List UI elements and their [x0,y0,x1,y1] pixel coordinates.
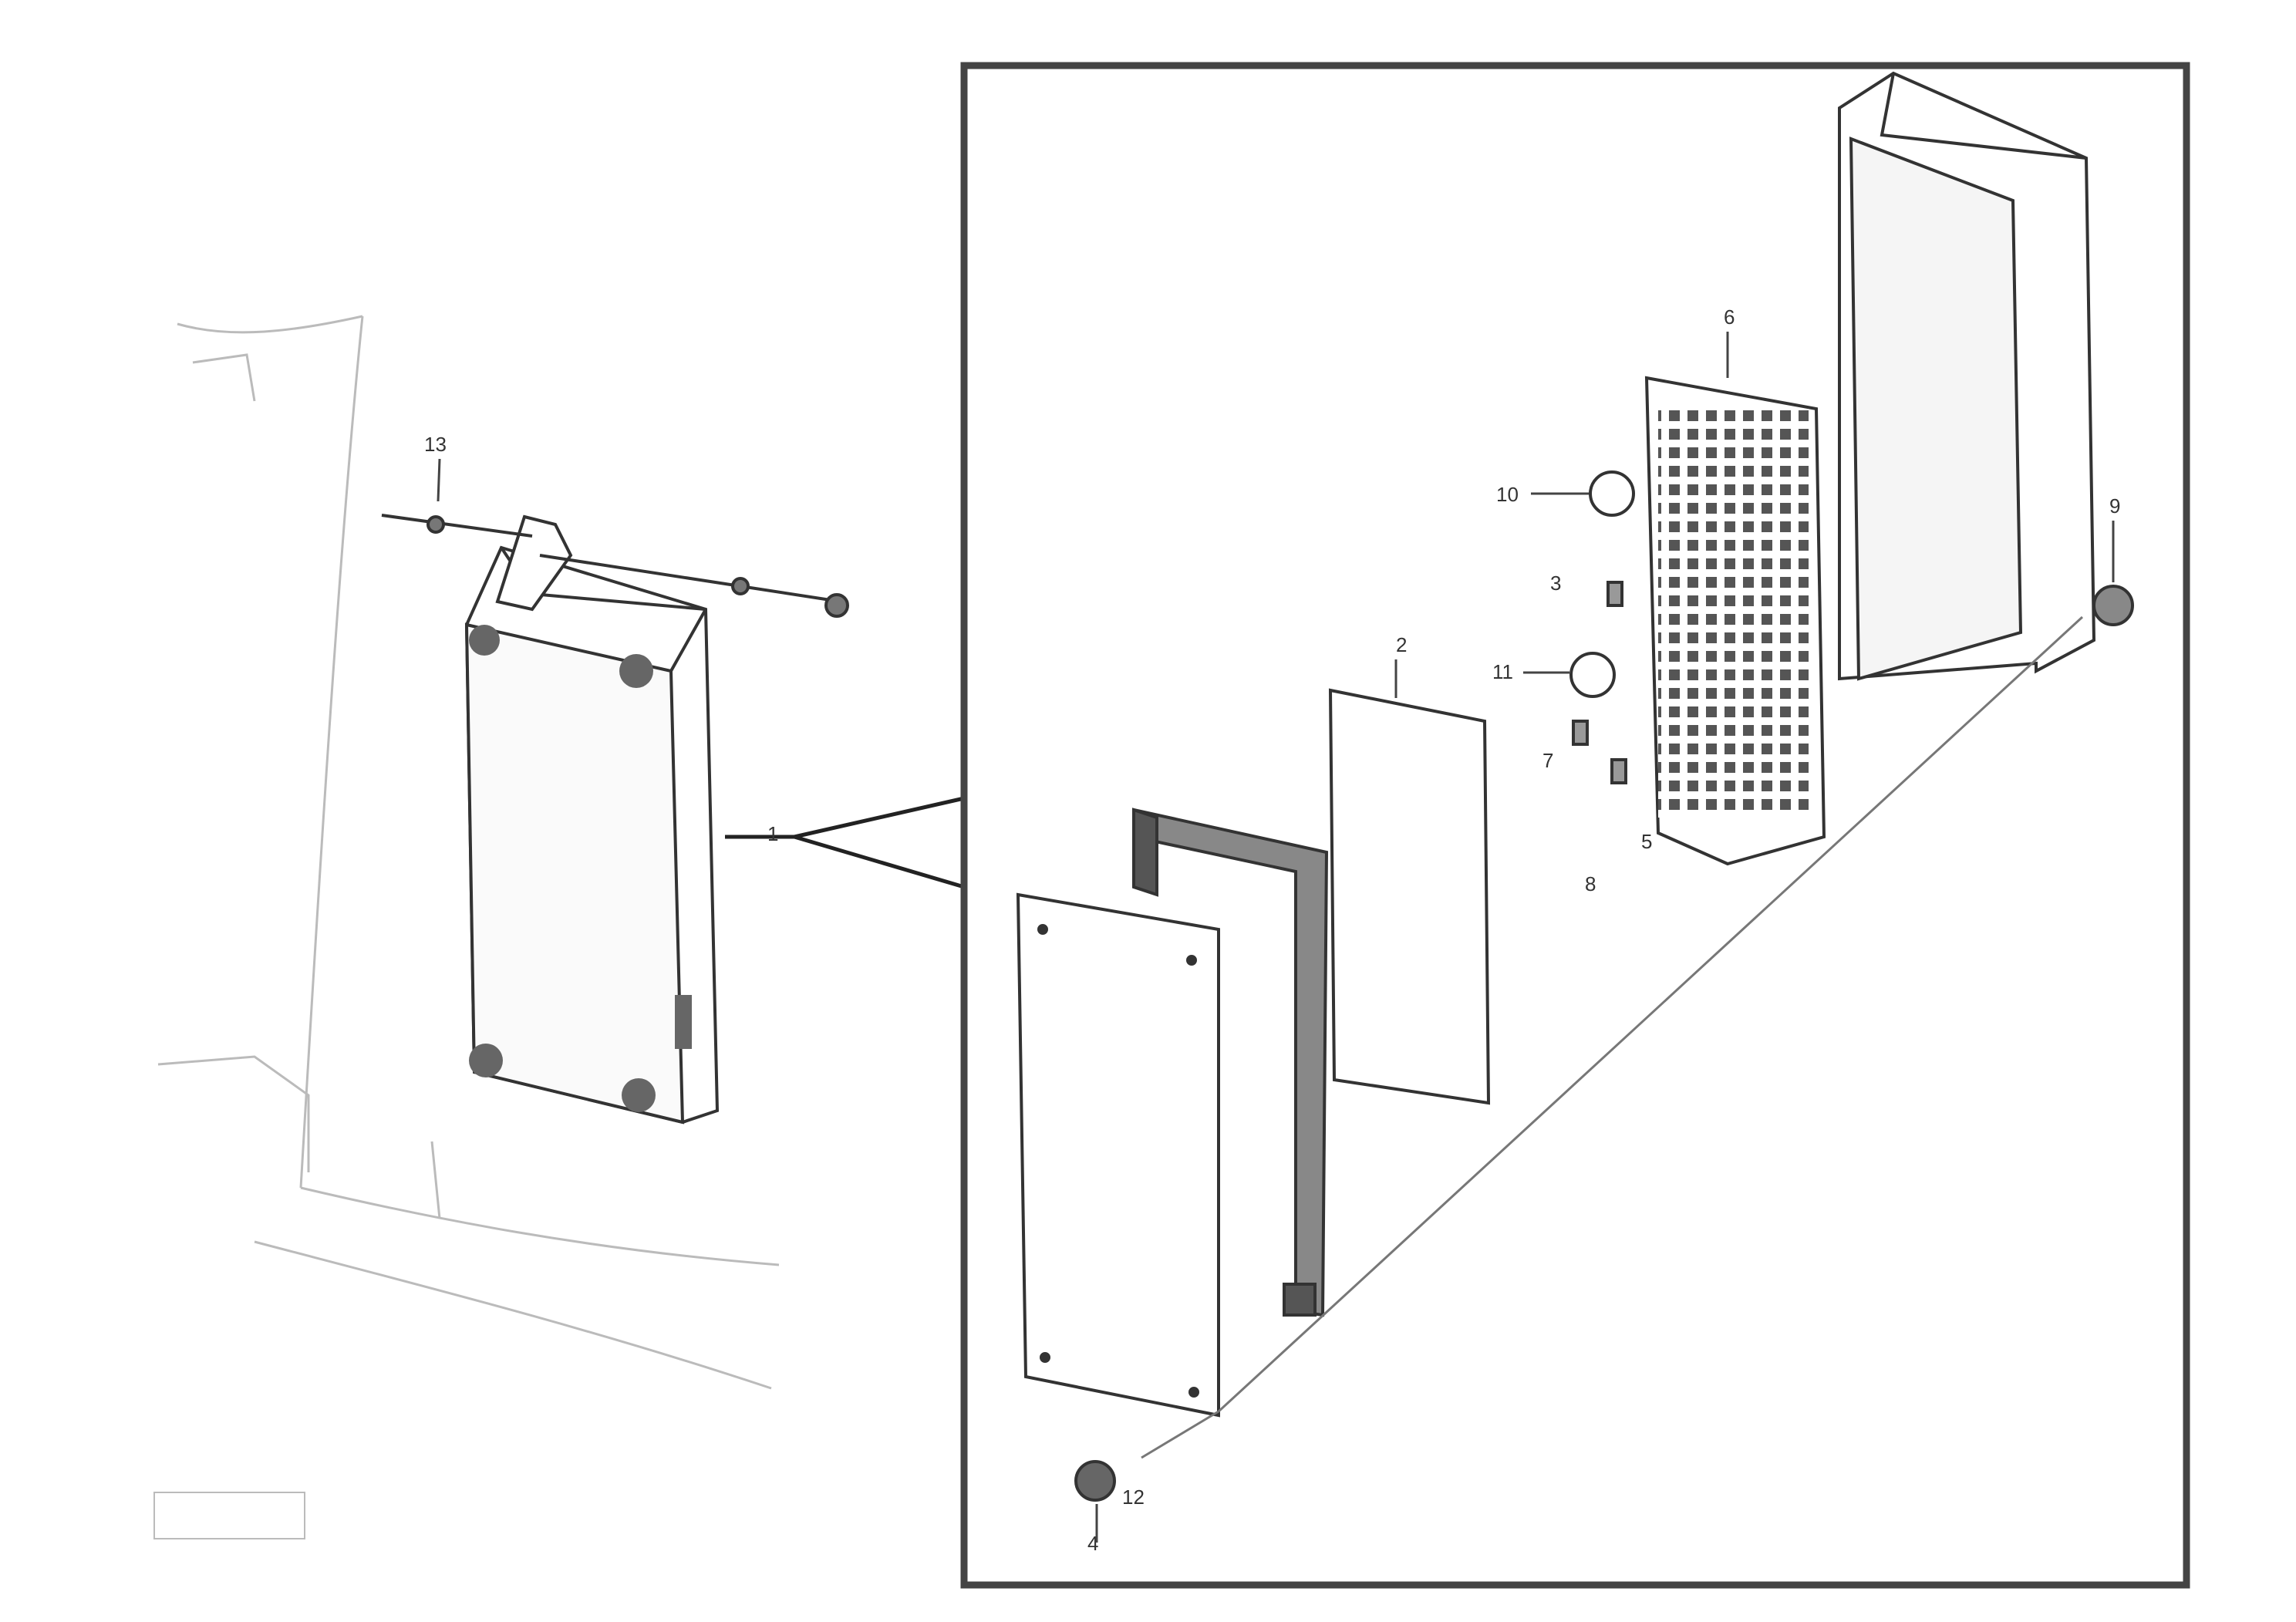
callout-pointers [437,332,2115,1543]
machine-background-outline [157,315,780,1390]
cover-panel [1016,892,1220,1418]
washer [2092,585,2134,626]
fuse-box-assembled [464,514,720,1125]
label-sheet [1328,688,1491,1105]
exploded-components [1016,71,2096,1418]
callout-10: 10 [1496,483,1519,506]
bracket-bolts [381,514,849,618]
fuse-block-grid [1658,409,1809,818]
callout-5: 5 [1641,830,1652,853]
callout-leader-1 [725,796,965,889]
callout-9: 9 [2109,494,2120,518]
callout-1: 1 [767,822,778,845]
fuse-box-bolts [469,625,692,1112]
alignment-lines [1141,615,2084,1459]
nut-bottom [1074,1460,1116,1502]
callout-labels: 1 2 3 4 5 6 7 8 9 10 11 12 13 [424,305,2120,1555]
callout-6: 6 [1724,305,1735,329]
callout-12: 12 [1122,1485,1145,1509]
exploded-view-frame [960,62,2190,1589]
callout-3: 3 [1550,572,1561,595]
callout-7: 7 [1542,749,1553,772]
callout-2: 2 [1396,633,1407,656]
callout-11: 11 [1492,660,1513,683]
callout-13: 13 [424,433,447,456]
drawing-stamp [153,1492,305,1539]
callout-8: 8 [1585,872,1596,895]
small-parts [1074,470,2134,1502]
relay-round-a [1589,470,1635,517]
relay-round-b [1569,652,1616,698]
